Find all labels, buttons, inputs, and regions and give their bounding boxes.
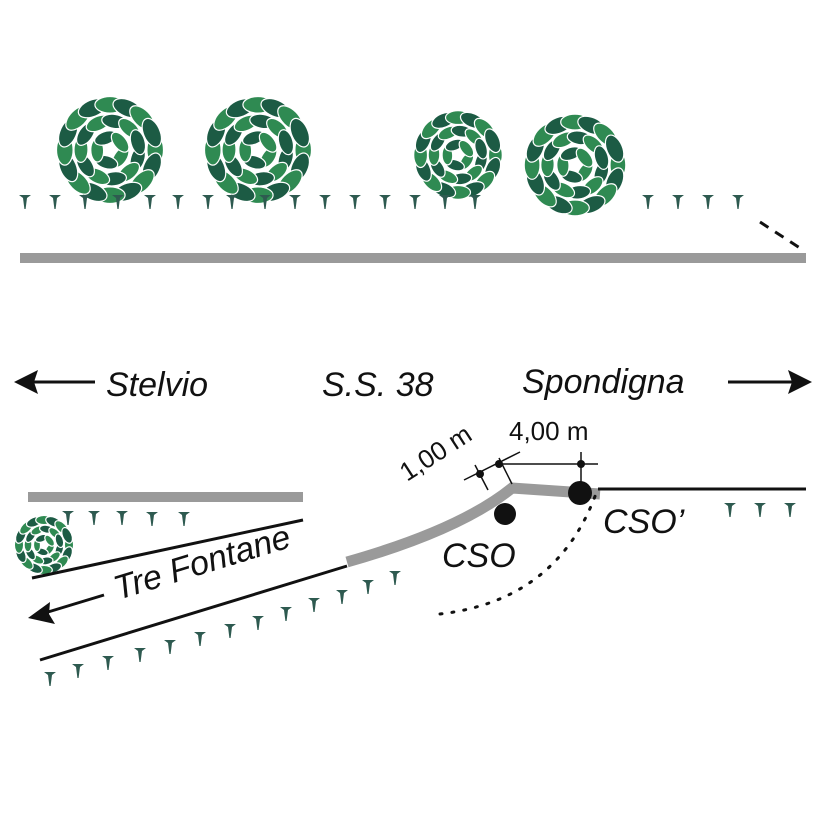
road-edge-lower [39,564,348,662]
grass-tuft-icon [19,195,31,209]
direction-label-left: Stelvio [106,366,208,404]
point-label-cso-prime: CSO’ [603,503,685,541]
grass-tuft-icon [280,607,292,621]
grass-tuft-icon [259,195,271,209]
grass-tuft-icon [178,512,190,526]
grass-tuft-icon [79,195,91,209]
grass-tufts-top [19,195,744,209]
grass-tuft-icon [439,195,451,209]
grass-tuft-icon [49,195,61,209]
grass-tuft-icon [379,195,391,209]
tree-icon [413,110,503,200]
grass-tuft-icon [72,664,84,678]
grass-tuft-icon [224,624,236,638]
grass-tuft-icon [194,632,206,646]
tree-icon [523,113,627,217]
grass-tuft-icon [202,195,214,209]
grass-tuft-icon [144,195,156,209]
grass-tuft-icon [349,195,361,209]
grass-tuft-icon [642,195,654,209]
grass-tuft-icon [44,672,56,686]
arrow-left-icon [28,593,105,624]
grass-tuft-icon [146,512,158,526]
grass-tuft-icon [784,503,796,517]
grass-tuft-icon [102,656,114,670]
grass-tuft-icon [469,195,481,209]
dotted-curve [438,486,600,616]
grass-tuft-icon [732,195,744,209]
grass-tuft-icon [672,195,684,209]
tree-icon [55,95,165,205]
grass-tuft-icon [88,511,100,525]
grass-tuft-icon [319,195,331,209]
dimension-label-large: 4,00 m [509,416,589,446]
road-edge-upper [31,518,304,580]
main-road [20,253,806,263]
grass-tuft-icon [336,590,348,604]
side-road-connector [345,482,601,568]
grass-tufts-bottom [44,503,796,686]
grass-tuft-icon [362,580,374,594]
grass-tuft-icon [172,195,184,209]
grass-tuft-icon [134,648,146,662]
grass-tuft-icon [389,571,401,585]
point-label-cso: CSO [442,537,516,575]
grass-tuft-icon [164,640,176,654]
grass-tuft-icon [308,598,320,612]
tree-icon [203,95,313,205]
grass-tuft-icon [289,195,301,209]
grass-tuft-icon [754,503,766,517]
grass-tuft-icon [112,195,124,209]
road-name-label: S.S. 38 [322,366,434,404]
survey-point-icon [494,503,516,525]
tree-icon [13,514,75,576]
grass-tuft-icon [226,195,238,209]
road-end-dash [759,220,804,252]
dimension-ticks [476,460,585,478]
direction-label-right: Spondigna [522,363,685,401]
grass-tuft-icon [252,616,264,630]
side-road-upper [28,492,303,502]
side-road-label: Tre Fontane [109,518,295,608]
survey-point-icon [568,481,592,505]
grass-tuft-icon [62,511,74,525]
arrow-left-icon [14,370,95,394]
dimension-label-small: 1,00 m [394,419,477,487]
grass-tuft-icon [409,195,421,209]
arrow-right-icon [728,370,812,394]
grass-tuft-icon [116,511,128,525]
grass-tuft-icon [724,503,736,517]
grass-tuft-icon [702,195,714,209]
